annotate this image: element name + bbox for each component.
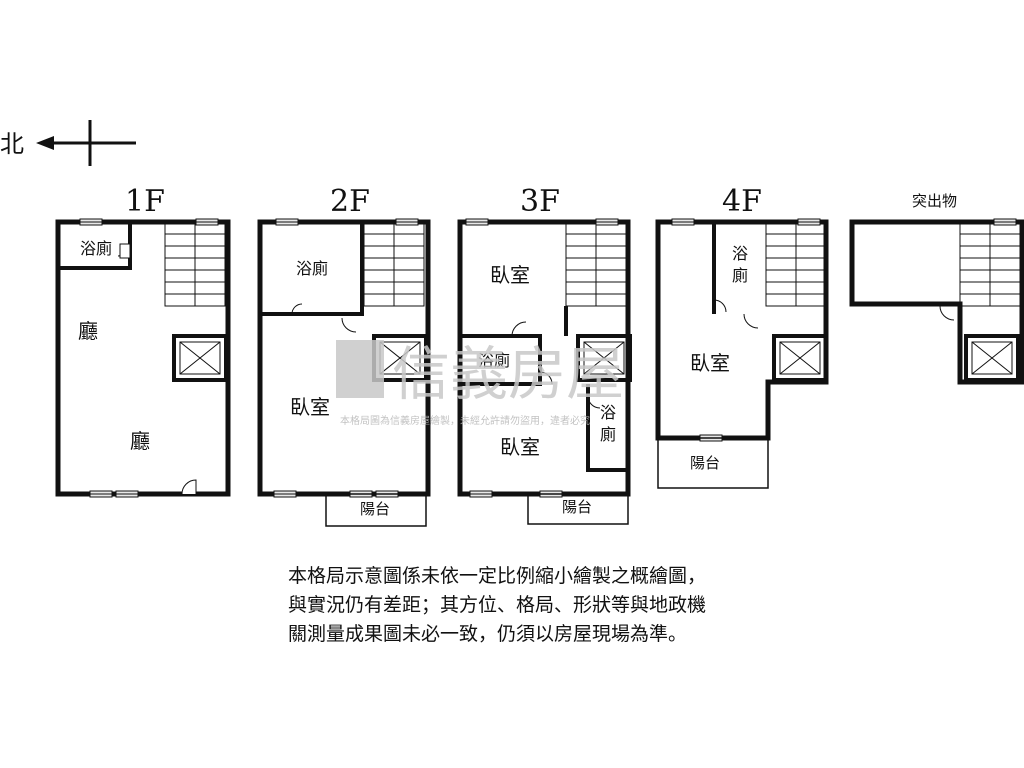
floor-label-3f: 3F [520,184,560,219]
room-label-bedroom-upper-3f: 臥室 [490,263,530,287]
floor-label-2f: 2F [330,184,370,219]
entry-door-icon[interactable] [181,479,197,495]
room-label-bedroom-lower-3f: 臥室 [500,435,540,459]
balcony-3f [527,493,629,525]
watermark-notice: 本格局圖為信義房屋繪製，未經允許請勿盜用，違者必究 [340,414,590,427]
room-label-bath-right-3f: 浴廁 [600,403,616,444]
disclaimer-line: 與實況仍有差距；其方位、格局、形狀等與地政機 [288,594,707,616]
floor-label-1f: 1F [125,184,165,219]
room-label-balcony-2f: 陽台 [360,500,390,518]
room-label-bath-left-3f: 浴廁 [478,351,510,370]
floor-1f: 1F 浴廁 廳 廳 [55,184,231,498]
disclaimer-line: 關測量成果圖未必一致，仍須以房屋現場為準。 [288,623,688,645]
room-label-bedroom-4f: 臥室 [690,351,730,375]
north-label: 北 [0,130,24,158]
watermark: 信義房屋 本格局圖為信義房屋繪製，未經允許請勿盜用，違者必究 [336,340,624,427]
bath-wall-1f [58,222,132,270]
room-label-bath-1f: 浴廁 [80,239,112,258]
disclaimer-line: 本格局示意圖係未依一定比例縮小繪製之概繪圖， [288,565,707,587]
bath-wall-2f [260,222,364,316]
watermark-brand: 信義房屋 [392,340,624,408]
room-label-balcony-3f: 陽台 [562,498,592,516]
disclaimer: 本格局示意圖係未依一定比例縮小繪製之概繪圖， 與實況仍有差距；其方位、格局、形狀… [288,562,848,649]
balcony-2f [325,493,427,527]
compass: 北 [0,120,136,166]
floor-label-roof: 突出物 [912,192,957,210]
floor-label-4f: 4F [722,184,762,219]
bath-wall-3f [460,334,542,386]
room-label-bath-2f: 浴廁 [296,259,328,278]
room-label-hall-lower-1f: 廳 [130,429,150,453]
floor-outline-1f [55,219,231,497]
roof-outline [849,219,1024,385]
floor-4f: 4F 浴 廁 臥室 陽台 [655,184,829,489]
floor-2f: 2F 浴廁 臥室 陽台 [257,184,431,527]
room-label-balcony-4f: 陽台 [690,454,720,472]
floor-3f: 3F 臥室 浴廁 臥室 浴廁 陽台 [457,184,632,525]
room-label-bedroom-2f: 臥室 [290,395,330,419]
brand-logo-icon [336,340,384,398]
room-label-hall-upper-1f: 廳 [78,319,98,343]
arrowhead-icon [36,136,54,150]
roof-protrusion: 突出物 [849,192,1024,385]
room-label-bath-4f-b: 廁 [732,266,748,285]
room-label-bath-4f-a: 浴 [732,244,748,263]
balcony-4f [657,437,769,489]
